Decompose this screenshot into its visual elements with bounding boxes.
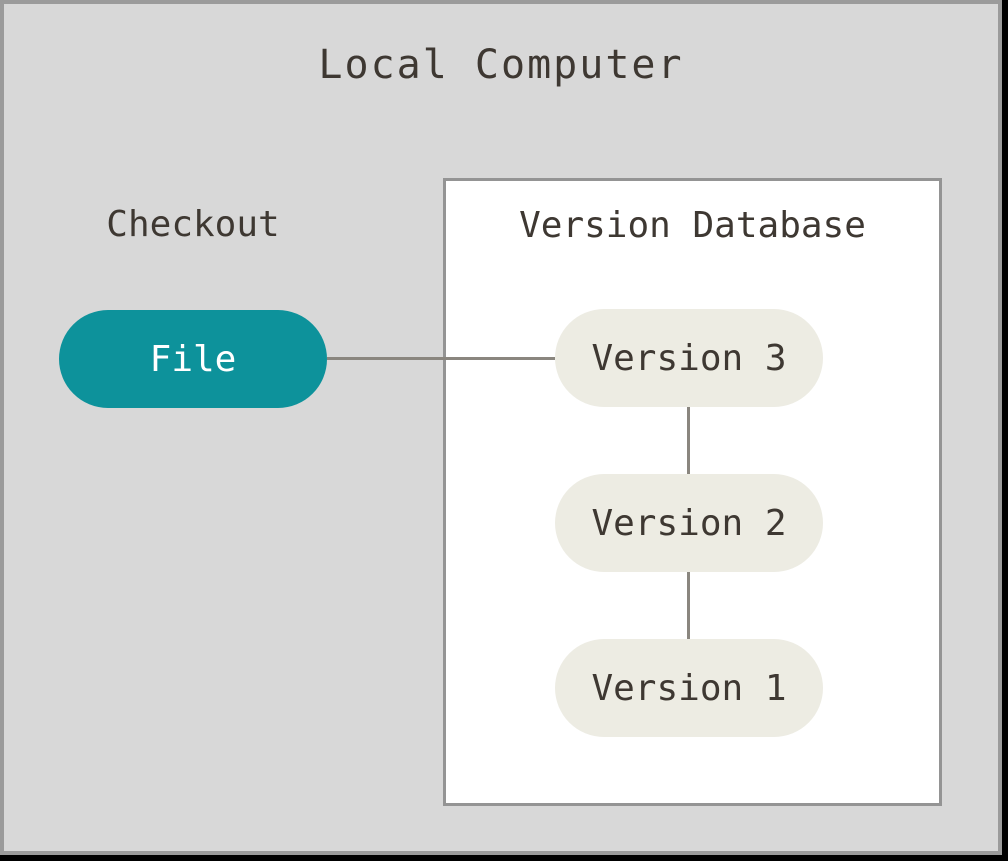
version-3-node: Version 3 bbox=[555, 309, 823, 407]
checkout-label: Checkout bbox=[106, 204, 280, 245]
version2-version1-connector-line bbox=[687, 572, 690, 639]
diagram-title: Local Computer bbox=[318, 42, 684, 88]
file-node: File bbox=[59, 310, 327, 408]
version-2-node: Version 2 bbox=[555, 474, 823, 572]
version3-version2-connector-line bbox=[687, 407, 690, 474]
checkout-connector-line bbox=[327, 357, 555, 360]
version-database-title: Version Database bbox=[519, 205, 866, 246]
version-1-node: Version 1 bbox=[555, 639, 823, 737]
